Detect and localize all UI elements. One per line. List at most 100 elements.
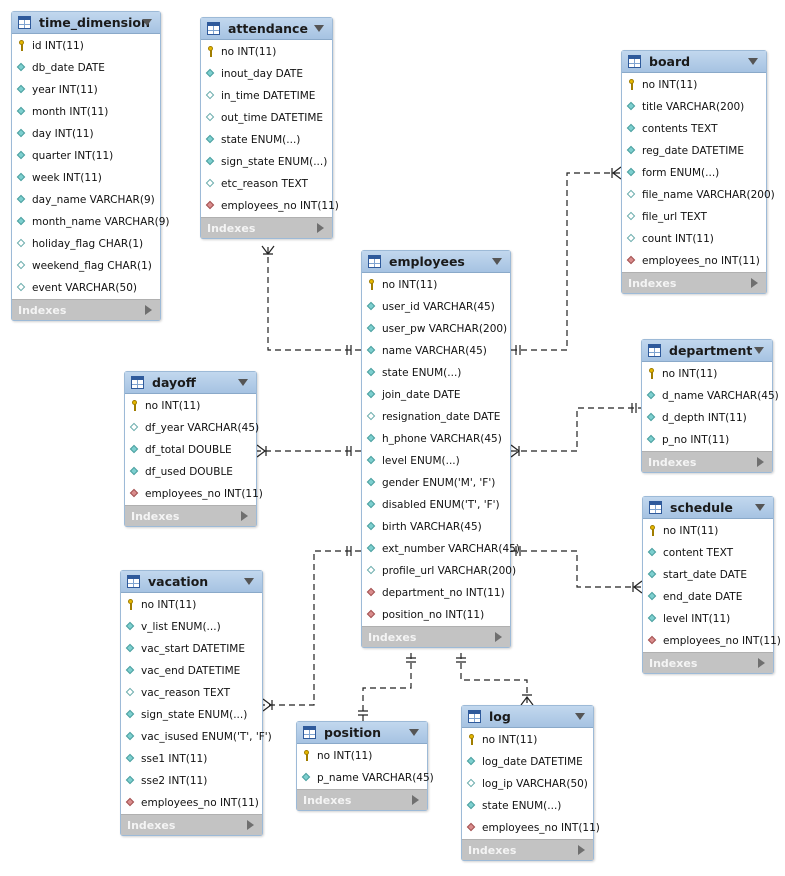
- column-row[interactable]: employees_no INT(11): [125, 483, 263, 505]
- collapse-arrow-icon[interactable]: [314, 25, 324, 32]
- column-row[interactable]: disabled ENUM('T', 'F'): [362, 494, 510, 516]
- column-row[interactable]: title VARCHAR(200): [622, 96, 766, 118]
- column-row[interactable]: d_depth INT(11): [642, 407, 772, 429]
- collapse-arrow-icon[interactable]: [409, 729, 419, 736]
- column-row[interactable]: log_date DATETIME: [462, 751, 593, 773]
- column-row[interactable]: df_used DOUBLE: [125, 461, 256, 483]
- column-row[interactable]: day INT(11): [12, 123, 160, 145]
- collapse-arrow-icon[interactable]: [244, 578, 254, 585]
- column-row[interactable]: profile_url VARCHAR(200): [362, 560, 516, 582]
- column-row[interactable]: name VARCHAR(45): [362, 340, 510, 362]
- column-row[interactable]: sign_state ENUM(...): [201, 151, 332, 173]
- table-header[interactable]: board: [622, 51, 766, 73]
- column-row[interactable]: user_pw VARCHAR(200): [362, 318, 510, 340]
- column-row[interactable]: sse1 INT(11): [121, 748, 262, 770]
- column-row[interactable]: no INT(11): [362, 274, 510, 296]
- column-row[interactable]: employees_no INT(11): [622, 250, 766, 272]
- table-header[interactable]: schedule: [643, 497, 773, 519]
- column-row[interactable]: count INT(11): [622, 228, 766, 250]
- column-row[interactable]: etc_reason TEXT: [201, 173, 332, 195]
- indexes-section[interactable]: Indexes: [121, 814, 262, 835]
- column-row[interactable]: file_url TEXT: [622, 206, 766, 228]
- indexes-section[interactable]: Indexes: [643, 652, 773, 673]
- column-row[interactable]: state ENUM(...): [201, 129, 332, 151]
- column-row[interactable]: vac_end DATETIME: [121, 660, 262, 682]
- column-row[interactable]: in_time DATETIME: [201, 85, 332, 107]
- expand-arrow-icon[interactable]: [495, 632, 502, 642]
- indexes-section[interactable]: Indexes: [125, 505, 256, 526]
- column-row[interactable]: h_phone VARCHAR(45): [362, 428, 510, 450]
- table-header[interactable]: employees: [362, 251, 510, 273]
- expand-arrow-icon[interactable]: [317, 223, 324, 233]
- column-row[interactable]: month_name VARCHAR(9): [12, 211, 170, 233]
- column-row[interactable]: db_date DATE: [12, 57, 160, 79]
- column-row[interactable]: sse2 INT(11): [121, 770, 262, 792]
- column-row[interactable]: out_time DATETIME: [201, 107, 332, 129]
- collapse-arrow-icon[interactable]: [755, 504, 765, 511]
- column-row[interactable]: gender ENUM('M', 'F'): [362, 472, 510, 494]
- column-row[interactable]: holiday_flag CHAR(1): [12, 233, 160, 255]
- column-row[interactable]: ext_number VARCHAR(45): [362, 538, 520, 560]
- column-row[interactable]: weekend_flag CHAR(1): [12, 255, 160, 277]
- column-row[interactable]: state ENUM(...): [462, 795, 593, 817]
- column-row[interactable]: id INT(11): [12, 35, 160, 57]
- collapse-arrow-icon[interactable]: [492, 258, 502, 265]
- expand-arrow-icon[interactable]: [751, 278, 758, 288]
- indexes-section[interactable]: Indexes: [12, 299, 160, 320]
- column-row[interactable]: no INT(11): [643, 520, 773, 542]
- table-header[interactable]: vacation: [121, 571, 262, 593]
- column-row[interactable]: no INT(11): [622, 74, 766, 96]
- column-row[interactable]: quarter INT(11): [12, 145, 160, 167]
- column-row[interactable]: employees_no INT(11): [121, 792, 262, 814]
- table-header[interactable]: dayoff: [125, 372, 256, 394]
- column-row[interactable]: vac_start DATETIME: [121, 638, 262, 660]
- column-row[interactable]: d_name VARCHAR(45): [642, 385, 779, 407]
- collapse-arrow-icon[interactable]: [238, 379, 248, 386]
- column-row[interactable]: p_name VARCHAR(45): [297, 767, 434, 789]
- column-row[interactable]: department_no INT(11): [362, 582, 510, 604]
- expand-arrow-icon[interactable]: [578, 845, 585, 855]
- collapse-arrow-icon[interactable]: [575, 713, 585, 720]
- column-row[interactable]: no INT(11): [462, 729, 593, 751]
- column-row[interactable]: employees_no INT(11): [643, 630, 781, 652]
- expand-arrow-icon[interactable]: [758, 658, 765, 668]
- collapse-arrow-icon[interactable]: [748, 58, 758, 65]
- column-row[interactable]: employees_no INT(11): [201, 195, 339, 217]
- indexes-section[interactable]: Indexes: [362, 626, 510, 647]
- column-row[interactable]: inout_day DATE: [201, 63, 332, 85]
- column-row[interactable]: state ENUM(...): [362, 362, 510, 384]
- expand-arrow-icon[interactable]: [241, 511, 248, 521]
- column-row[interactable]: vac_isused ENUM('T', 'F'): [121, 726, 272, 748]
- column-row[interactable]: level INT(11): [643, 608, 773, 630]
- column-row[interactable]: vac_reason TEXT: [121, 682, 262, 704]
- column-row[interactable]: birth VARCHAR(45): [362, 516, 510, 538]
- column-row[interactable]: event VARCHAR(50): [12, 277, 160, 299]
- column-row[interactable]: start_date DATE: [643, 564, 773, 586]
- column-row[interactable]: content TEXT: [643, 542, 773, 564]
- column-row[interactable]: no INT(11): [201, 41, 332, 63]
- table-header[interactable]: department: [642, 340, 772, 362]
- table-header[interactable]: log: [462, 706, 593, 728]
- indexes-section[interactable]: Indexes: [622, 272, 766, 293]
- collapse-arrow-icon[interactable]: [142, 19, 152, 26]
- column-row[interactable]: position_no INT(11): [362, 604, 510, 626]
- expand-arrow-icon[interactable]: [757, 457, 764, 467]
- indexes-section[interactable]: Indexes: [201, 217, 332, 238]
- column-row[interactable]: level ENUM(...): [362, 450, 510, 472]
- column-row[interactable]: p_no INT(11): [642, 429, 772, 451]
- table-header[interactable]: position: [297, 722, 427, 744]
- column-row[interactable]: year INT(11): [12, 79, 160, 101]
- expand-arrow-icon[interactable]: [247, 820, 254, 830]
- column-row[interactable]: v_list ENUM(...): [121, 616, 262, 638]
- column-row[interactable]: user_id VARCHAR(45): [362, 296, 510, 318]
- indexes-section[interactable]: Indexes: [462, 839, 593, 860]
- column-row[interactable]: form ENUM(...): [622, 162, 766, 184]
